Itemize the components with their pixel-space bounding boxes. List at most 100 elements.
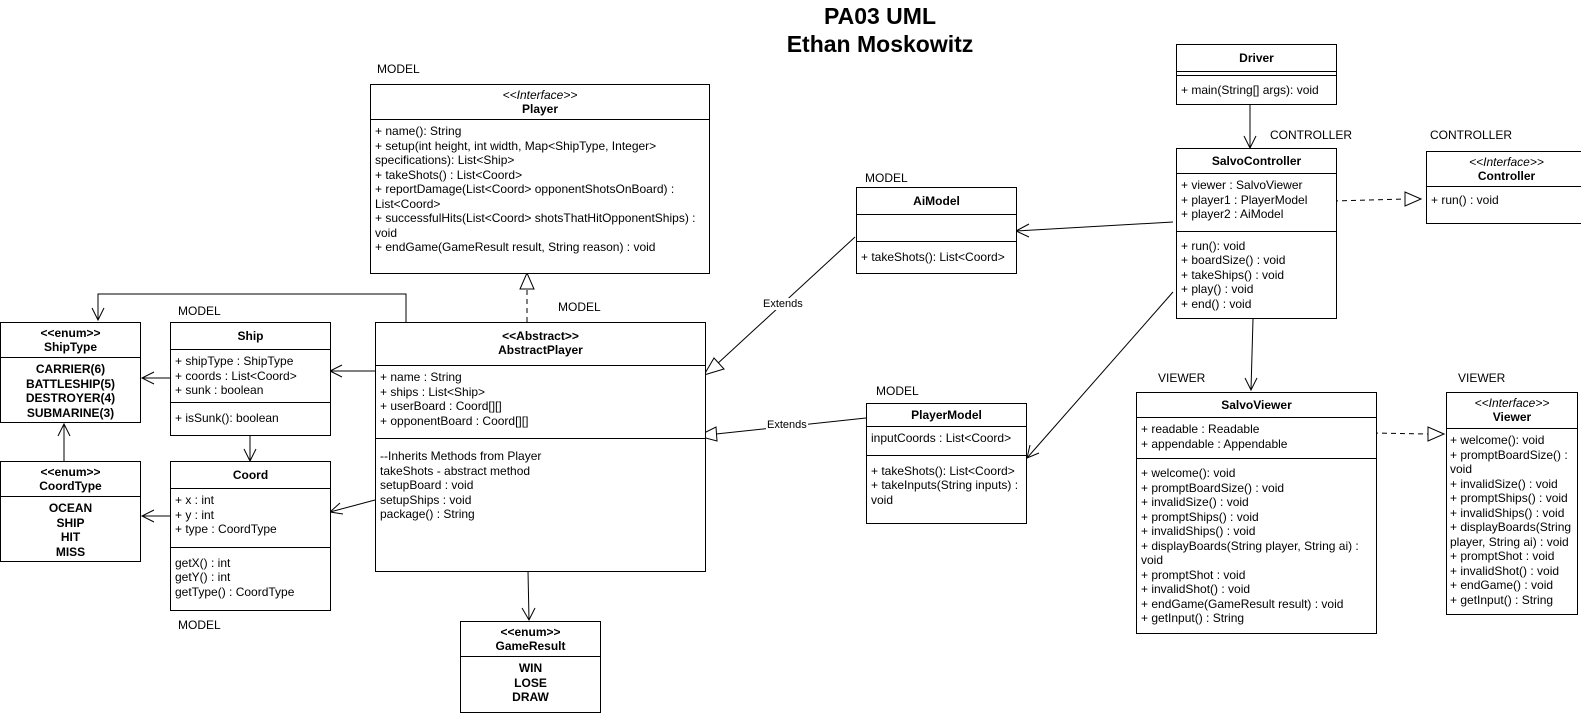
class-header: SalvoViewer <box>1137 393 1376 417</box>
method: + invalidShot() : void <box>1450 563 1560 578</box>
method: + promptShot : void <box>1450 549 1555 563</box>
tag-viewer-viewer: VIEWER <box>1458 371 1506 385</box>
class-header: <<Interface>> Viewer <box>1447 393 1577 428</box>
class-header: AiModel <box>857 188 1016 214</box>
hollow-arrowhead <box>696 426 718 442</box>
field: + opponentBoard : Coord[][] <box>380 413 529 428</box>
enum-gameresult[interactable]: <<enum>> GameResult WIN LOSE DRAW <box>460 621 601 713</box>
class-header: <<enum>> CoordType <box>1 462 140 496</box>
stereotype: <<enum>> <box>500 625 561 639</box>
enum-value: SUBMARINE(3) <box>26 405 115 420</box>
method: + main(String[] args): void <box>1181 83 1319 97</box>
tag-coord-model: MODEL <box>178 618 221 632</box>
method: + endGame() : void <box>1450 578 1554 592</box>
enum-values: CARRIER(6) BATTLESHIP(5) DESTROYER(4) SU… <box>1 357 140 424</box>
method-list: + run() : void <box>1427 186 1581 212</box>
open-arrowhead <box>57 422 71 437</box>
enum-value: SHIP <box>56 515 85 530</box>
field: + y : int <box>175 507 215 522</box>
method: getX() : int <box>175 555 231 570</box>
class-driver[interactable]: Driver + main(String[] args): void <box>1176 44 1337 105</box>
method: --Inherits Methods from Player <box>380 449 542 463</box>
tag-player-model: MODEL <box>377 62 420 76</box>
method: + promptShips() : void <box>1141 509 1259 524</box>
tag-salvocontroller-controller: CONTROLLER <box>1270 128 1353 142</box>
field: + player2 : AiModel <box>1181 207 1284 221</box>
tag-playermodel-model: MODEL <box>876 384 919 398</box>
class-name: Player <box>521 102 559 116</box>
field: + shipType : ShipType <box>175 354 294 368</box>
class-coord[interactable]: Coord + x : int + y : int + type : Coord… <box>170 461 331 611</box>
diagram-title-line-2: Ethan Moskowitz <box>786 31 974 57</box>
class-header: <<Abstract>> AbstractPlayer <box>376 323 705 365</box>
field: + type : CoordType <box>175 522 277 536</box>
assoc-salvocontroller-playermodel <box>1026 291 1174 459</box>
class-header: <<Interface>> Player <box>371 85 709 119</box>
class-controller[interactable]: <<Interface>> Controller + run() : void <box>1426 151 1581 224</box>
open-arrowhead <box>521 607 536 622</box>
method: + promptBoardSize() : void <box>1141 480 1285 495</box>
method: + isSunk(): boolean <box>175 410 279 425</box>
class-ship[interactable]: Ship + shipType : ShipType + coords : Li… <box>170 322 331 436</box>
class-name: Controller <box>1477 169 1536 183</box>
method: takeShots - abstract method <box>380 463 531 478</box>
method: + promptBoardSize() : void <box>1450 447 1568 477</box>
field: + x : int <box>175 493 215 507</box>
class-salvocontroller[interactable]: SalvoController + viewer : SalvoViewer +… <box>1176 148 1337 319</box>
field-list: + viewer : SalvoViewer + player1 : Playe… <box>1177 173 1336 231</box>
method: + invalidSize() : void <box>1450 476 1558 491</box>
enum-value: HIT <box>60 530 81 544</box>
method: + name(): String <box>375 124 462 138</box>
class-name: AbstractPlayer <box>498 343 583 357</box>
method-list: + run(): void + boardSize() : void + tak… <box>1177 230 1336 316</box>
class-abstractplayer[interactable]: <<Abstract>> AbstractPlayer + name : Str… <box>375 322 706 572</box>
enum-value: LOSE <box>514 675 547 690</box>
assoc-abstractplayer-gameresult <box>527 570 530 621</box>
field: + viewer : SalvoViewer <box>1181 178 1303 192</box>
stereotype: <<Interface>> <box>1469 155 1544 169</box>
field: + appendable : Appendable <box>1141 436 1288 451</box>
field: + sunk : boolean <box>175 383 264 397</box>
class-name: Driver <box>1239 51 1274 65</box>
class-name: PlayerModel <box>911 408 982 422</box>
method: + takeShips() : void <box>1181 267 1285 282</box>
method: + takeShots() : List<Coord> <box>375 167 523 182</box>
method: + displayBoards(String player, String ai… <box>1141 538 1359 568</box>
open-arrowhead <box>140 371 155 385</box>
method: getY() : int <box>175 570 231 584</box>
class-name: SalvoController <box>1211 154 1302 168</box>
class-playermodel[interactable]: PlayerModel inputCoords : List<Coord> + … <box>866 403 1027 524</box>
method-list: + isSunk(): boolean <box>171 401 330 430</box>
hollow-arrowhead <box>702 357 725 376</box>
field-list: + x : int + y : int + type : CoordType <box>171 488 330 541</box>
method: + reportDamage(List<Coord> opponentShots… <box>375 182 675 211</box>
enum-value: MISS <box>55 544 86 559</box>
class-header: Coord <box>171 462 330 488</box>
class-aimodel[interactable]: AiModel + takeShots(): List<Coord> <box>856 187 1017 274</box>
open-arrowhead <box>328 502 344 515</box>
class-salvoviewer[interactable]: SalvoViewer + readable : Readable + appe… <box>1136 392 1377 634</box>
enum-shiptype[interactable]: <<enum>> ShipType CARRIER(6) BATTLESHIP(… <box>0 322 141 423</box>
method: + displayBoards(String player, String ai… <box>1450 520 1572 549</box>
class-header: Ship <box>171 323 330 349</box>
field: + player1 : PlayerModel <box>1181 192 1308 207</box>
field: inputCoords : List<Coord> <box>871 431 1012 445</box>
method: package() : String <box>380 507 475 521</box>
method: + takeInputs(String inputs) : void <box>871 478 1019 507</box>
enum-values: WIN LOSE DRAW <box>461 656 600 709</box>
enum-value: DESTROYER(4) <box>25 391 116 405</box>
field: + readable : Readable <box>1141 422 1260 436</box>
assoc-abstractplayer-coord <box>329 499 376 513</box>
method-list: + takeShots(): List<Coord> + takeInputs(… <box>867 454 1026 512</box>
enum-coordtype[interactable]: <<enum>> CoordType OCEAN SHIP HIT MISS <box>0 461 141 562</box>
hollow-arrowhead <box>1427 426 1446 442</box>
assoc-salvocontroller-aimodel <box>1015 221 1174 232</box>
field: + name : String <box>380 370 462 384</box>
method-list: getX() : int getY() : int getType() : Co… <box>171 546 330 604</box>
class-viewer[interactable]: <<Interface>> Viewer + welcome(): void +… <box>1446 392 1578 615</box>
class-name: ShipType <box>43 340 98 354</box>
field: + ships : List<Ship> <box>380 384 486 399</box>
class-player[interactable]: <<Interface>> Player + name(): String + … <box>370 84 710 274</box>
realization-salvocontroller-controller <box>1332 198 1406 202</box>
field: + coords : List<Coord> <box>175 368 297 383</box>
